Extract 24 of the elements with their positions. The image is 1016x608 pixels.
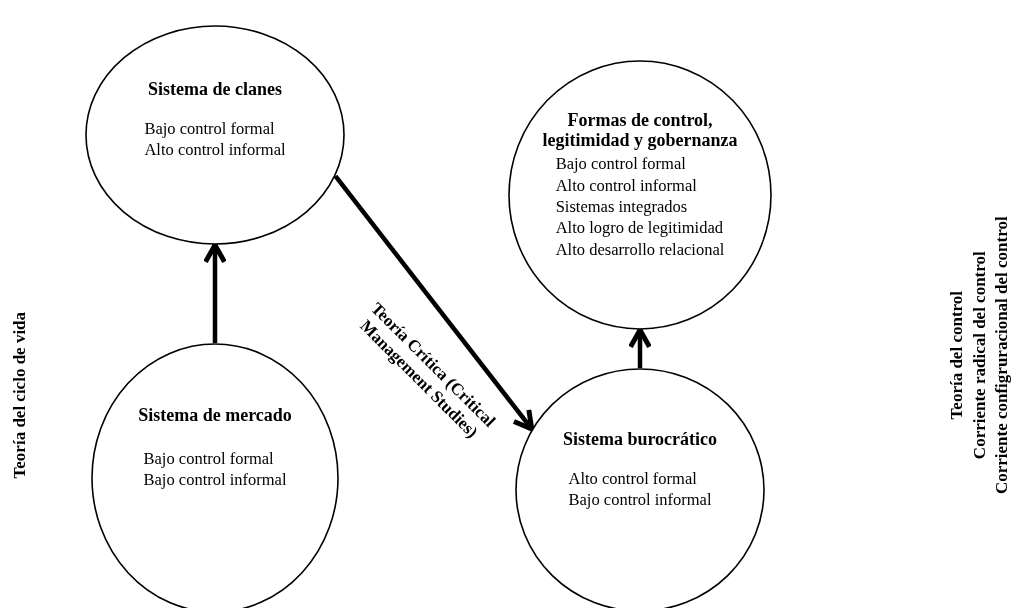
node-text: Bajo control formal <box>555 153 687 175</box>
node-text: Alto control formal <box>568 467 698 490</box>
node-text: Alto desarrollo relacional <box>555 238 725 261</box>
node-text: Sistemas integrados <box>555 195 689 218</box>
side-label: Corriente configruracional del control <box>991 216 1012 495</box>
arrow <box>333 174 535 432</box>
node-heading: Formas de control, legitimidad y gobernanza <box>541 109 739 152</box>
node-heading: Sistema de clanes <box>148 79 282 100</box>
node-text: Alto control informal <box>144 139 286 161</box>
node-text: Bajo control informal <box>143 469 287 491</box>
ellipse-node <box>508 60 772 330</box>
side-label: Teoría del ciclo de vida <box>9 311 30 479</box>
node-text: Alto control informal <box>555 174 698 196</box>
node-text: Alto logro de legitimidad <box>555 217 724 239</box>
node-text: Bajo control informal <box>568 489 712 511</box>
side-label: Teoría del control <box>947 290 968 420</box>
node-heading: Sistema de mercado <box>138 405 292 426</box>
side-label: Corriente radical del control <box>969 251 990 460</box>
node-heading: Sistema burocrático <box>562 429 718 450</box>
node-text: Bajo control formal <box>144 117 276 140</box>
ellipse-node <box>85 25 345 245</box>
arrow <box>628 327 652 368</box>
arrow <box>203 242 227 343</box>
node-text: Bajo control formal <box>143 447 275 470</box>
